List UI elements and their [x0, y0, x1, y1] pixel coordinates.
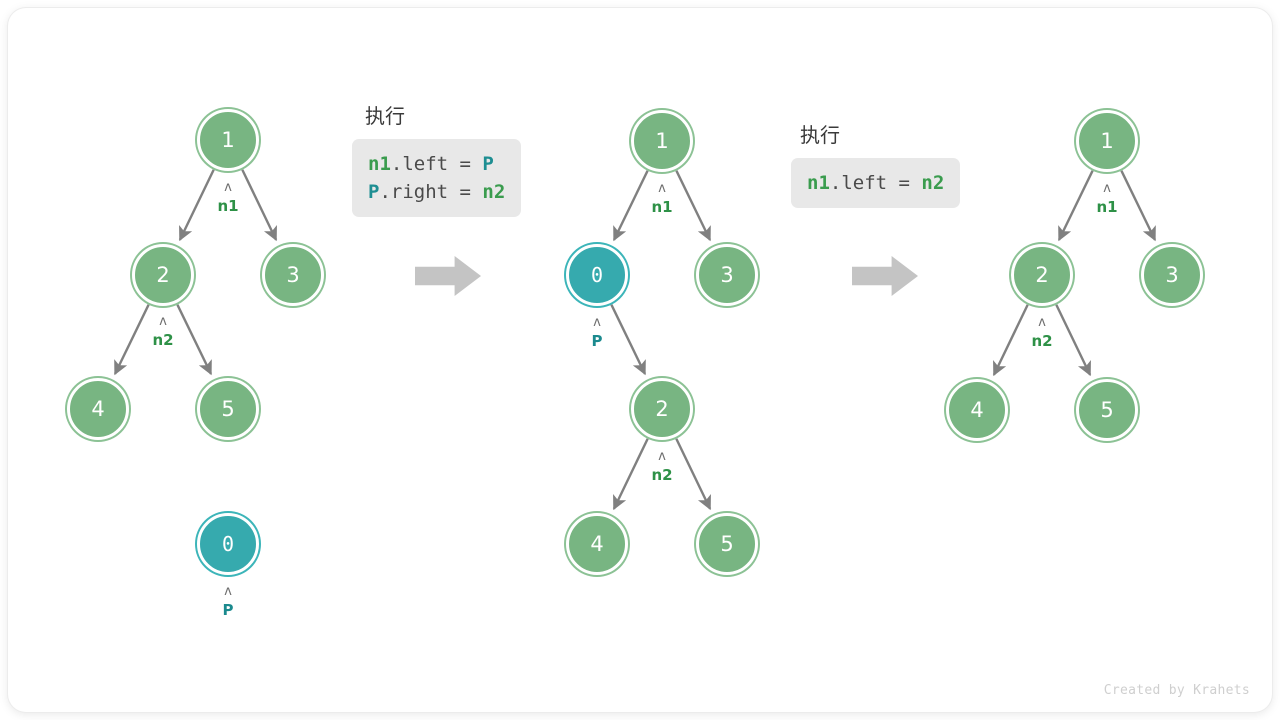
caret-icon: ʌ [1103, 181, 1111, 196]
tree-edge [612, 438, 649, 511]
tree-node: 5 [696, 513, 758, 575]
code-token: .right = [379, 181, 483, 203]
tree-node: 3 [1141, 244, 1203, 306]
pointer-label: ʌ n2 [627, 449, 697, 484]
tree-edge [1057, 170, 1094, 242]
caret-icon: ʌ [1038, 315, 1046, 330]
tree-edge [113, 304, 150, 376]
caret-icon: ʌ [593, 315, 601, 330]
tree-node: 1 [197, 109, 259, 171]
tree-edge [178, 169, 215, 242]
code-line: n1.left = P [368, 150, 505, 178]
tree-node: 5 [197, 378, 259, 440]
tree-node: 4 [946, 379, 1008, 441]
code-snippet: n1.left = n2 [791, 158, 961, 208]
tree-node: 2 [631, 378, 693, 440]
pointer-name: n1 [217, 197, 239, 215]
tree-edge [1055, 304, 1092, 377]
tree-edge [992, 304, 1029, 377]
tree-node: 4 [566, 513, 628, 575]
code-token: .left = [829, 172, 922, 194]
code-token: n1 [807, 172, 830, 194]
transition-arrow [415, 256, 481, 296]
pointer-name: n1 [1096, 198, 1118, 216]
code-token: .left = [390, 153, 483, 175]
exec-caption: 执行 [800, 123, 840, 147]
tree-node: 3 [696, 244, 758, 306]
caret-icon: ʌ [224, 180, 232, 195]
code-token: P [368, 181, 380, 203]
tree-node: 0 [197, 513, 259, 575]
pointer-label: ʌ n1 [627, 181, 697, 216]
pointer-label: ʌ n1 [193, 180, 263, 215]
pointer-name: P [222, 601, 234, 619]
tree-edge [176, 304, 213, 376]
pointer-name: n2 [152, 331, 174, 349]
caret-icon: ʌ [224, 584, 232, 599]
tree-edge [610, 304, 647, 376]
tree-node: 5 [1076, 379, 1138, 441]
code-token: n1 [368, 153, 391, 175]
caret-icon: ʌ [658, 181, 666, 196]
pointer-name: n2 [1031, 332, 1053, 350]
pointer-label: ʌ n2 [128, 314, 198, 349]
exec-caption: 执行 [365, 104, 405, 128]
code-token: P [482, 153, 494, 175]
tree-edge [241, 169, 278, 242]
tree-edge [675, 170, 712, 242]
tree-node: 3 [262, 244, 324, 306]
pointer-name: n2 [651, 466, 673, 484]
code-line: P.right = n2 [368, 178, 505, 206]
tree-node: 4 [67, 378, 129, 440]
pointer-label: ʌ n2 [1007, 315, 1077, 350]
caret-icon: ʌ [159, 314, 167, 329]
code-token: n2 [921, 172, 945, 194]
pointer-name: n1 [651, 198, 673, 216]
tree-node: 0 [566, 244, 628, 306]
pointer-label: ʌ n1 [1072, 181, 1142, 216]
pointer-name: P [591, 332, 603, 350]
transition-arrow [852, 256, 918, 296]
tree-node: 1 [1076, 110, 1138, 172]
watermark: Created by Krahets [1103, 683, 1250, 698]
tree-edge [1120, 170, 1157, 242]
tree-node: 1 [631, 110, 693, 172]
tree-edge [612, 170, 649, 242]
tree-node: 2 [1011, 244, 1073, 306]
code-token: n2 [482, 181, 506, 203]
code-line: n1.left = n2 [807, 169, 944, 197]
tree-node: 2 [132, 244, 194, 306]
caret-icon: ʌ [658, 449, 666, 464]
tree-edge [675, 438, 712, 511]
